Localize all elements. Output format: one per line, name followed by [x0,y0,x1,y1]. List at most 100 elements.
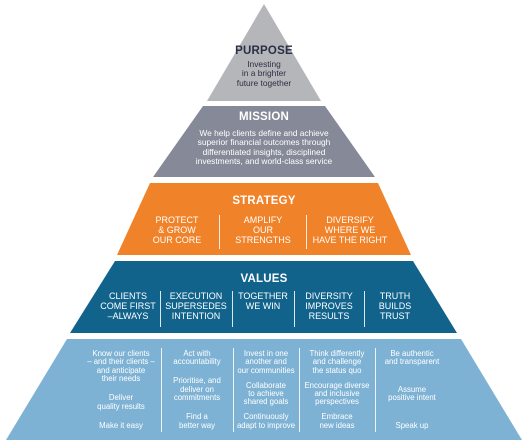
strategy-items: PROTECT & GROW OUR CORE AMPLIFY OUR STRE… [134,215,394,246]
value-item: EXECUTION SUPERSEDES INTENTION [160,291,232,322]
behaviour-line: Make it easy [99,420,143,430]
behaviour-line: – and their clients – [87,357,155,367]
strategy-item-line: OUR [253,224,273,235]
behaviour-line: shared goals [243,397,289,407]
value-item: DIVERSITY IMPROVES RESULTS [294,291,364,322]
behaviour-line: Know our clients [92,349,150,358]
behaviour-line: Continuously [243,412,289,422]
behaviours-column: Act with accountability Prioritise, and … [161,349,233,430]
behaviours-column: Be authentic and transparent Assume posi… [376,349,448,430]
value-item-line: EXECUTION [169,291,223,301]
behaviour-line: their needs [101,374,141,384]
purpose-block: PURPOSE Investing in a brighter future t… [204,45,324,88]
strategy-divider [219,215,220,249]
value-item-line: INTENTION [171,310,221,321]
value-item: CLIENTS COME FIRST –ALWAYS [96,291,160,322]
behaviour-line: Speak up [395,420,429,430]
behaviour-line: another and [245,357,287,367]
behaviour-line: accountability [173,357,221,367]
mission-line-1: We help clients define and achieve [199,127,329,138]
behaviour-line: commitments [173,393,221,403]
mission-description: We help clients define and achieve super… [184,127,344,167]
behaviour-line: Invest in one [243,349,289,358]
value-item-line: RESULTS [308,310,350,321]
mission-line-2: superior financial outcomes through [197,137,331,148]
purpose-line-1: Investing [247,58,281,69]
behaviour-line: Be authentic [390,349,434,358]
behaviour-item: Continuously adapt to improve [233,412,299,430]
value-item-line: SUPERSEDES [165,300,227,311]
values-tier [70,261,457,333]
behaviour-item: Act with accountability [161,349,233,367]
values-divider [294,291,295,327]
behaviour-line: and anticipate [96,365,146,375]
behaviour-item: Think differently and challenge the stat… [299,349,375,375]
strategy-item-line: HAVE THE RIGHT [312,234,388,245]
strategy-item: DIVERSIFY WHERE WE HAVE THE RIGHT [306,215,394,246]
values-block: VALUES [184,273,344,286]
strategy-tier [117,183,411,255]
behaviour-line: Deliver [108,393,134,403]
value-item-line: TRUTH [379,291,411,301]
values-title: VALUES [240,273,288,285]
purpose-title: PURPOSE [235,45,293,57]
value-item-line: TRUST [380,310,410,321]
value-item-line: BUILDS [378,300,412,311]
value-item-line: IMPROVES [305,300,353,311]
behaviour-item: Know our clients – and their clients – a… [82,349,160,384]
behaviour-line: Collaborate [246,380,286,390]
strategy-item-line: DIVERSIFY [326,215,374,225]
behaviour-item: Invest in one another and our communitie… [233,349,299,375]
value-item-line: DIVERSITY [305,291,353,301]
behaviour-line: deliver on [180,384,214,394]
strategy-title: STRATEGY [232,195,296,207]
behaviour-item: Encourage diverse and inclusive perspect… [299,380,375,407]
behaviour-item: Speak up [376,420,448,430]
behaviour-item: Deliver quality results [82,393,160,411]
behaviour-item: Assume positive intent [376,385,448,403]
behaviour-item: Collaborate to achieve shared goals [233,380,299,407]
values-divider [232,291,233,327]
strategy-item-line: AMPLIFY [243,215,283,225]
behaviour-line: Prioritise, and [173,376,221,386]
value-item-line: –ALWAYS [107,310,149,321]
values-divider [160,291,161,327]
behaviour-line: quality results [97,401,145,411]
behaviours-column: Know our clients – and their clients – a… [82,349,160,430]
behaviour-line: positive intent [388,393,436,403]
behaviour-line: Encourage diverse [304,380,370,390]
behaviour-line: Think differently [309,349,365,358]
behaviour-line: and challenge [312,357,362,367]
value-item-line: TOGETHER [238,291,288,301]
value-item-line: CLIENTS [108,291,147,301]
behaviour-item: Embrace new ideas [299,412,375,430]
strategy-divider [306,215,307,249]
strategy-item-line: PROTECT [155,215,199,225]
strategy-block: STRATEGY [184,195,344,208]
strategy-item: AMPLIFY OUR STRENGTHS [220,215,306,246]
behaviour-item: Make it easy [82,420,160,430]
value-item-line: WE WIN [245,300,281,311]
behaviour-line: to achieve [248,389,284,398]
value-item-line: COME FIRST [100,300,156,311]
mission-line-4: investments, and world-class service [195,156,333,167]
strategy-item: PROTECT & GROW OUR CORE [134,215,220,246]
behaviour-line: our communities [237,365,295,375]
behaviour-line: Embrace [321,412,353,422]
purpose-tier [207,4,321,101]
mission-line-3: differentiated insights, disciplined [202,146,326,157]
behaviour-line: and transparent [384,357,440,367]
behaviour-line: Find a [186,412,208,422]
values-divider [364,291,365,327]
purpose-line-3: future together [236,77,292,88]
strategy-item-line: STRENGTHS [235,234,291,245]
strategy-item-line: WHERE WE [324,224,376,235]
behaviour-line: perspectives [315,397,359,407]
behaviour-line: the status quo [312,365,362,375]
purpose-line-2: in a brighter [241,68,287,79]
behaviours-tier [6,339,522,440]
behaviours-column: Think differently and challenge the stat… [299,349,375,430]
behaviour-item: Find a better way [161,412,233,430]
behaviour-line: Act with [183,349,211,358]
